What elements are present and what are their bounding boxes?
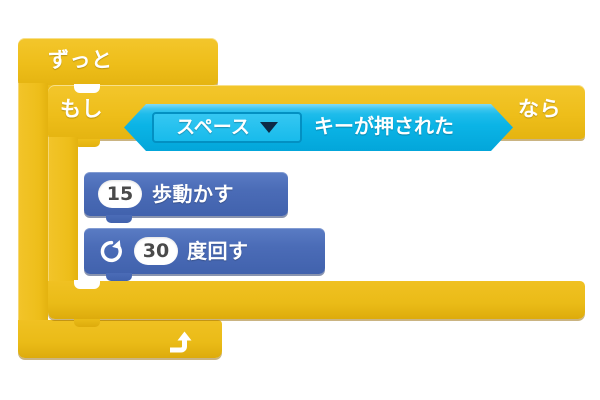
if-block-footer[interactable] <box>48 280 585 327</box>
chevron-down-icon <box>259 122 278 133</box>
turn-degrees-block[interactable]: 30 度回す <box>84 228 325 281</box>
move-steps-block[interactable]: 15 歩動かす <box>84 172 288 223</box>
turn-block-plug <box>106 273 132 281</box>
forever-block-left-spine <box>18 83 48 322</box>
turn-degrees-label: 度回す <box>187 239 249 263</box>
if-block-then-label: なら <box>518 97 561 121</box>
move-steps-input[interactable]: 15 <box>98 180 142 208</box>
key-dropdown[interactable]: スペース <box>152 112 302 143</box>
if-block-left-spine <box>48 137 78 283</box>
move-steps-label: 歩動かす <box>152 182 234 206</box>
move-block-plug <box>106 215 132 223</box>
turn-degrees-input[interactable]: 30 <box>134 237 178 265</box>
loop-arrow-icon <box>168 330 198 354</box>
if-block-label: もし <box>60 97 103 121</box>
forever-block[interactable]: ずっと <box>18 38 585 358</box>
if-bottom-socket <box>74 280 100 289</box>
key-dropdown-value: スペース <box>176 116 250 138</box>
forever-block-header[interactable]: ずっと <box>18 38 218 93</box>
key-pressed-label: キーが押された <box>314 114 454 138</box>
if-top-notch <box>74 139 100 147</box>
key-pressed-boolean-block[interactable]: スペース キーが押された <box>124 104 513 151</box>
if-top-socket <box>74 84 100 93</box>
rotate-clockwise-icon <box>98 238 125 265</box>
forever-block-label: ずっと <box>48 48 113 72</box>
if-bottom-notch <box>74 319 100 327</box>
